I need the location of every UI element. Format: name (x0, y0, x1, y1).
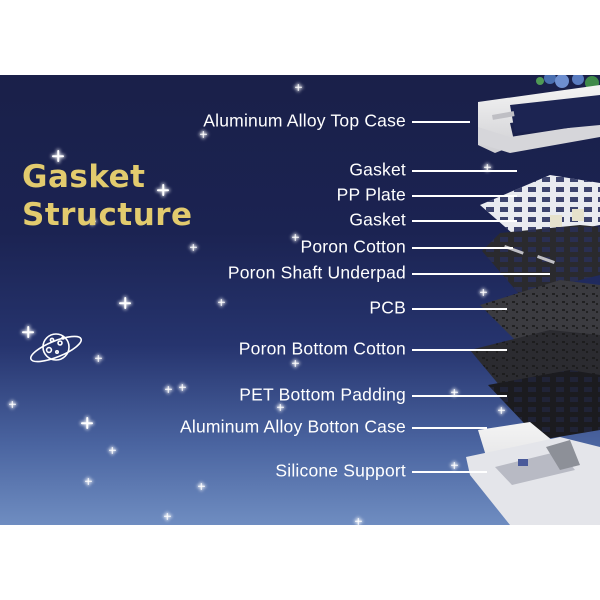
leader-line (412, 220, 517, 222)
leader-line (412, 273, 550, 275)
label-silicone-support: Silicone Support (275, 460, 406, 481)
star-icon (200, 131, 207, 138)
label-gasket-upper: Gasket (349, 159, 406, 180)
leader-line (412, 349, 507, 351)
label-top-case: Aluminum Alloy Top Case (203, 110, 406, 131)
star-icon (198, 483, 205, 490)
keyboard-exploded-illustration (466, 75, 600, 525)
leader-line (412, 170, 517, 172)
leader-line (412, 247, 513, 249)
star-icon (9, 401, 16, 408)
star-icon (179, 384, 186, 391)
leader-line (412, 121, 470, 123)
label-gasket-lower: Gasket (349, 209, 406, 230)
leader-line (412, 195, 517, 197)
star-icon (119, 297, 131, 309)
label-poron-cotton: Poron Cotton (300, 236, 406, 257)
title-line-2: Structure (22, 197, 193, 233)
leader-line (412, 427, 487, 429)
title-line-1: Gasket (22, 159, 146, 195)
page-title: Gasket Structure (22, 158, 193, 234)
star-icon (190, 244, 197, 251)
star-icon (292, 234, 299, 241)
gasket-structure-banner: Gasket Structure (0, 75, 600, 525)
star-icon (165, 386, 172, 393)
label-pet-bottom-padding: PET Bottom Padding (239, 384, 406, 405)
star-icon (109, 447, 116, 454)
star-icon (164, 513, 171, 520)
star-icon (295, 84, 302, 91)
label-poron-shaft-underpad: Poron Shaft Underpad (227, 262, 406, 283)
label-pcb: PCB (369, 297, 406, 318)
planet-icon (29, 333, 83, 363)
star-icon (95, 355, 102, 362)
label-pp-plate: PP Plate (336, 184, 406, 205)
leader-line (412, 395, 507, 397)
label-bottom-case: Aluminum Alloy Botton Case (179, 416, 406, 437)
star-icon (85, 478, 92, 485)
star-icon (292, 360, 299, 367)
leader-line (412, 308, 507, 310)
star-icon (355, 518, 362, 525)
leader-line (412, 471, 487, 473)
star-icon (218, 299, 225, 306)
label-poron-bottom-cotton: Poron Bottom Cotton (238, 338, 406, 359)
star-icon (81, 417, 93, 429)
